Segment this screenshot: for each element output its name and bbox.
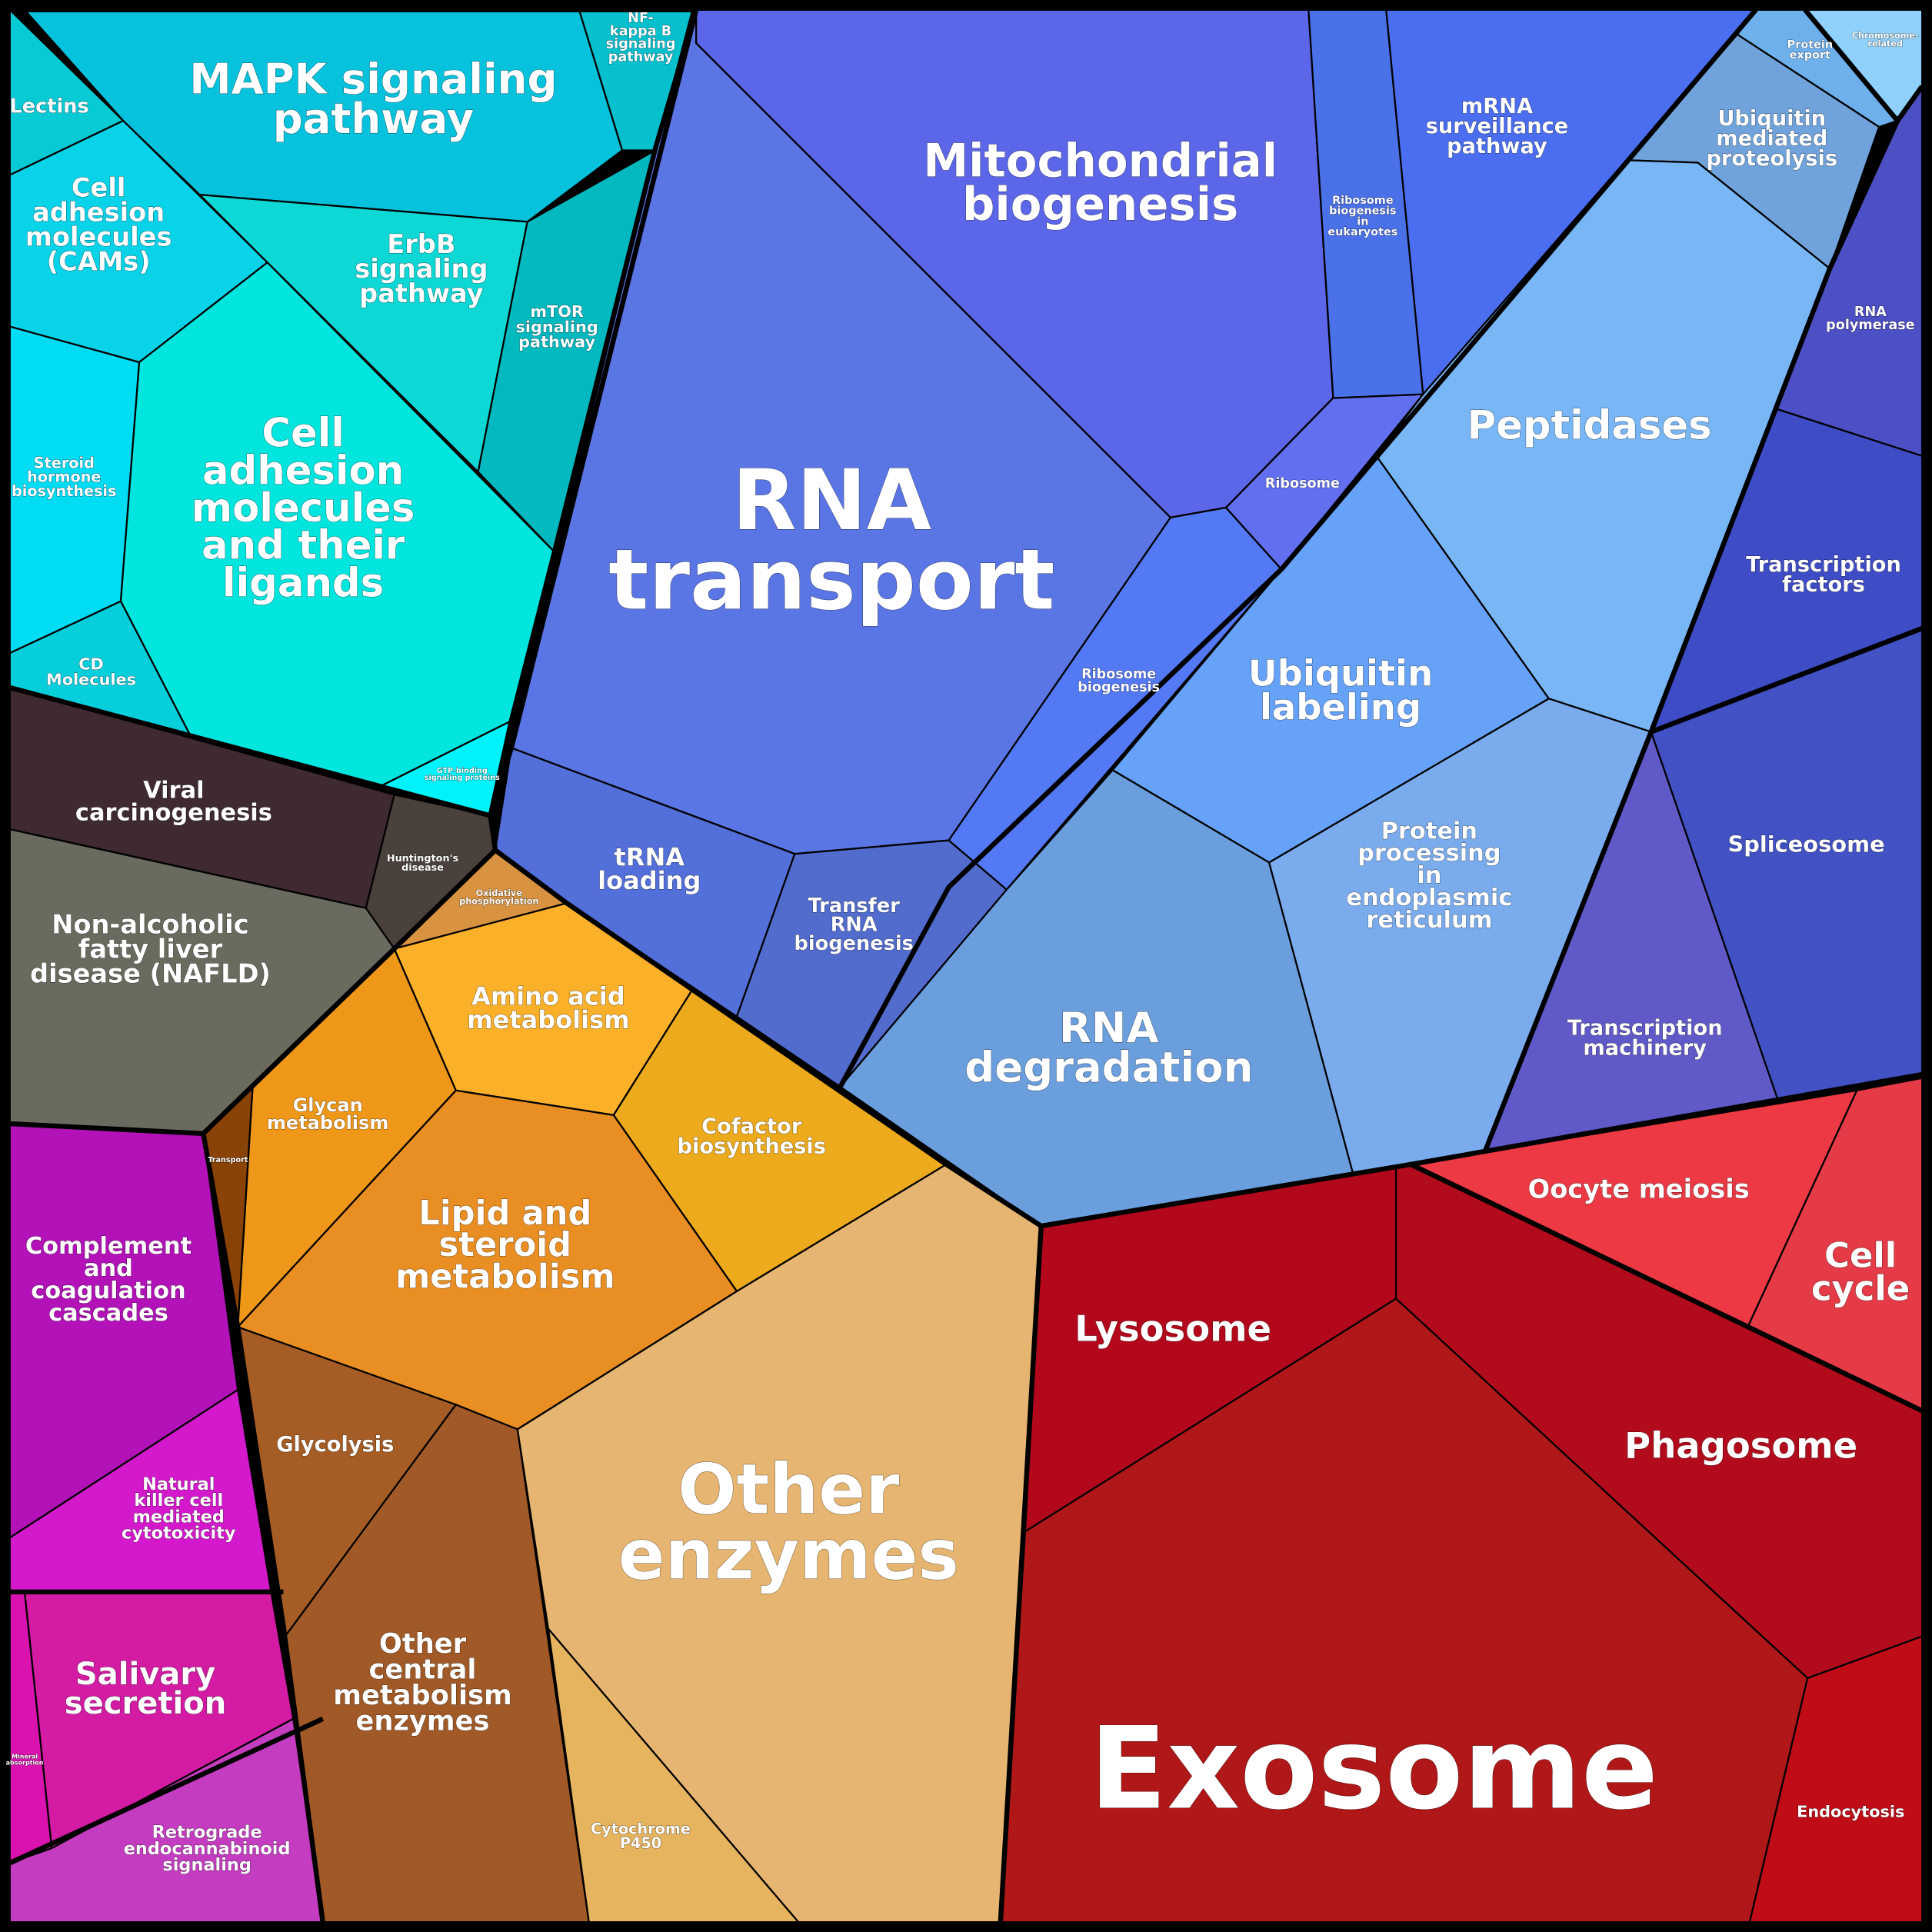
label-peptidases: Peptidases [1467, 403, 1712, 449]
group-border [1648, 85, 1924, 733]
group-border [1482, 731, 1654, 1154]
label-exosome: Exosome [1090, 1703, 1658, 1835]
label-chromo: Chromosome-related [1852, 31, 1919, 49]
group-border [1803, 8, 1900, 123]
group-border [8, 1716, 325, 1866]
group-border [1409, 1162, 1924, 1414]
label-lysosome: Lysosome [1074, 1307, 1271, 1349]
label-transport: Transport [208, 1156, 248, 1164]
group-border [8, 685, 491, 818]
group-border [1279, 8, 1758, 571]
group-border [201, 1133, 325, 1923]
label-lectins: Lectins [9, 95, 88, 118]
group-border [488, 9, 699, 817]
label-spliceosome: Spliceosome [1728, 831, 1885, 857]
cells-layer [8, 8, 1924, 1924]
label-ribosome: Ribosome [1265, 476, 1340, 491]
label-endocytosis: Endocytosis [1797, 1802, 1904, 1820]
label-oocyte: Oocyte meiosis [1528, 1174, 1750, 1204]
group-borders-layer [8, 7, 1924, 1923]
group-border [494, 848, 1043, 1228]
label-glycolysis: Glycolysis [276, 1433, 394, 1457]
group-border [998, 1225, 1044, 1923]
group-border [838, 567, 1284, 1088]
group-border [9, 815, 498, 1137]
group-border [1650, 626, 1924, 734]
label-phagosome: Phagosome [1624, 1424, 1857, 1466]
